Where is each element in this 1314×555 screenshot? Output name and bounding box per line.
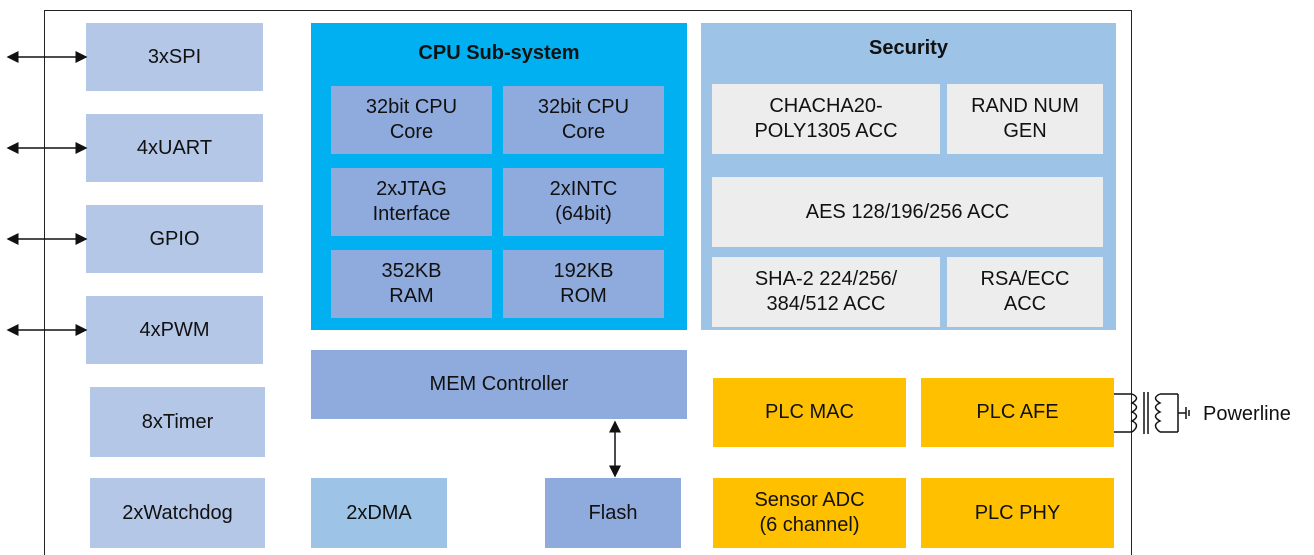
- cpu-core-1-label: 32bit CPU Core: [365, 96, 458, 143]
- jtag-block: 2xJTAG Interface: [331, 168, 492, 236]
- sha-block: SHA-2 224/256/ 384/512 ACC: [712, 257, 940, 327]
- aes-block: AES 128/196/256 ACC: [712, 177, 1103, 247]
- rom-label: 192KB ROM: [553, 260, 614, 307]
- plc-phy-block: PLC PHY: [921, 478, 1114, 548]
- security-title: Security: [869, 36, 948, 59]
- dma-block: 2xDMA: [311, 478, 447, 548]
- chacha-block: CHACHA20- POLY1305 ACC: [712, 84, 940, 154]
- timer-label: 8xTimer: [141, 410, 214, 433]
- sensor-adc-label: Sensor ADC (6 channel): [754, 489, 865, 536]
- rom-block: 192KB ROM: [503, 250, 664, 318]
- rsa-block: RSA/ECC ACC: [947, 257, 1103, 327]
- plc-phy-label: PLC PHY: [974, 501, 1061, 524]
- flash-block: Flash: [545, 478, 681, 548]
- timer-block: 8xTimer: [90, 387, 265, 457]
- cpu-core-1: 32bit CPU Core: [331, 86, 492, 154]
- intc-block: 2xINTC (64bit): [503, 168, 664, 236]
- watchdog-block: 2xWatchdog: [90, 478, 265, 548]
- sha-label: SHA-2 224/256/ 384/512 ACC: [754, 268, 898, 315]
- uart-block: 4xUART: [86, 114, 263, 182]
- mem-controller-block: MEM Controller: [311, 350, 687, 419]
- gpio-label: GPIO: [149, 227, 200, 250]
- sensor-adc-block: Sensor ADC (6 channel): [713, 478, 906, 548]
- rng-label: RAND NUM GEN: [971, 95, 1079, 142]
- plc-mac-label: PLC MAC: [765, 401, 854, 423]
- dma-label: 2xDMA: [346, 501, 412, 524]
- cpu-core-2: 32bit CPU Core: [503, 86, 664, 154]
- watchdog-label: 2xWatchdog: [122, 501, 233, 524]
- chacha-label: CHACHA20- POLY1305 ACC: [754, 95, 898, 142]
- intc-label: 2xINTC (64bit): [549, 178, 618, 225]
- pwm-block: 4xPWM: [86, 296, 263, 364]
- jtag-label: 2xJTAG Interface: [372, 178, 451, 225]
- plc-mac-block: PLC MAC: [713, 378, 906, 447]
- spi-block: 3xSPI: [86, 23, 263, 91]
- spi-label: 3xSPI: [147, 45, 202, 68]
- mem-controller-label: MEM Controller: [429, 373, 569, 395]
- cpu-subsystem-title: CPU Sub-system: [418, 41, 580, 64]
- plc-afe-label: PLC AFE: [976, 401, 1059, 423]
- plc-afe-block: PLC AFE: [921, 378, 1114, 447]
- chip-boundary: [44, 10, 1132, 555]
- gpio-block: GPIO: [86, 205, 263, 273]
- rsa-label: RSA/ECC ACC: [980, 268, 1070, 315]
- pwm-label: 4xPWM: [139, 318, 210, 341]
- uart-label: 4xUART: [136, 136, 213, 159]
- ram-label: 352KB RAM: [381, 260, 442, 307]
- aes-label: AES 128/196/256 ACC: [805, 200, 1010, 223]
- transformer-icon: [1114, 392, 1190, 434]
- powerline-label: Powerline: [1203, 402, 1291, 425]
- ram-block: 352KB RAM: [331, 250, 492, 318]
- cpu-core-2-label: 32bit CPU Core: [537, 96, 630, 143]
- rng-block: RAND NUM GEN: [947, 84, 1103, 154]
- flash-label: Flash: [588, 501, 638, 524]
